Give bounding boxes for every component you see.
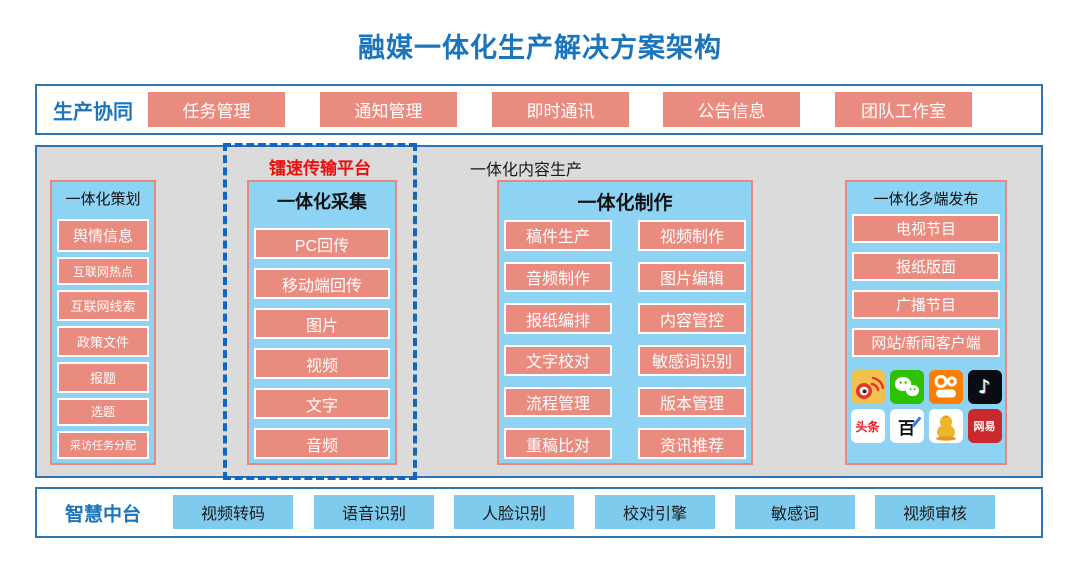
planning-item: 舆情信息 [57,219,149,252]
baijiahao-text: 百 [898,418,915,438]
gathering-item: 文字 [254,388,390,419]
weibo-icon [850,370,885,404]
planning-column: 一体化策划 舆情信息 互联网热点 互联网线索 政策文件 报题 选题 采访任务分配 [50,180,156,465]
publishing-item: 报纸版面 [852,252,1000,281]
panel-label: 一体化内容生产 [470,162,583,179]
toutiao-text: 头条 [855,419,880,434]
production-collaboration-bar: 生产协同 任务管理 通知管理 即时通讯 公告信息 团队工作室 [35,84,1043,135]
production-item: 图片编辑 [638,261,746,293]
video-transcoding-box: 视频转码 [173,495,293,529]
production-grid: 稿件生产 视频制作 音频制作 图片编辑 报纸编排 内容管控 文字校对 敏感词识别… [504,220,746,459]
baijiahao-icon: 百 [889,409,924,443]
production-item: 重稿比对 [504,428,612,459]
announcement-box: 公告信息 [663,92,800,127]
gathering-item: 音频 [254,428,390,459]
gathering-item: 图片 [254,308,390,339]
publishing-app-icons: ♪ 头条 百 网易 [850,370,1002,443]
kuaishou-icon [928,370,963,404]
face-recognition-box: 人脸识别 [454,495,574,529]
top-bar-label: 生产协同 [53,101,133,123]
production-column: 一体化制作 稿件生产 视频制作 音频制作 图片编辑 报纸编排 内容管控 文字校对… [497,180,753,465]
publishing-items: 电视节目 报纸版面 广播节目 网站/新闻客户端 [852,214,1000,357]
toutiao-icon: 头条 [850,409,885,443]
instant-messaging-box: 即时通讯 [492,92,629,127]
production-item: 视频制作 [638,220,746,251]
publishing-item: 广播节目 [852,290,1000,319]
gathering-header: 一体化采集 [277,192,367,212]
publishing-item: 网站/新闻客户端 [852,328,1000,357]
production-item: 文字校对 [504,344,612,376]
gathering-item: 移动端回传 [254,268,390,299]
smart-middle-platform-bar: 智慧中台 视频转码 语音识别 人脸识别 校对引擎 敏感词 视频审核 [35,487,1043,538]
publishing-item: 电视节目 [852,214,1000,243]
production-item: 稿件生产 [504,220,612,251]
publishing-column: 一体化多端发布 电视节目 报纸版面 广播节目 网站/新闻客户端 [845,180,1007,465]
planning-item: 互联网热点 [57,256,149,286]
planning-header: 一体化策划 [65,191,141,208]
production-item: 音频制作 [504,261,612,293]
task-management-box: 任务管理 [148,92,285,127]
production-item: 流程管理 [504,386,612,418]
sensitive-words-box: 敏感词 [735,495,855,529]
planning-item: 报题 [57,361,149,393]
netease-text: 网易 [973,421,996,433]
gathering-item: 视频 [254,348,390,379]
douyin-icon: ♪ [967,370,1002,404]
netease-icon: 网易 [967,409,1002,443]
integrated-content-production-panel: 一体化内容生产 镭速传输平台 一体化策划 舆情信息 互联网热点 互联网线索 政策… [35,143,1043,480]
gathering-item: PC回传 [254,228,390,259]
production-item: 内容管控 [638,303,746,334]
planning-item: 选题 [57,397,149,427]
planning-item: 互联网线索 [57,290,149,322]
qq-icon [928,409,963,443]
music-note-glyph: ♪ [978,376,991,398]
raysync-transfer-label: 镭速传输平台 [269,159,371,178]
planning-item: 采访任务分配 [57,431,149,460]
bottom-bar-label: 智慧中台 [65,504,142,525]
planning-item: 政策文件 [57,326,149,357]
production-item: 资讯推荐 [638,428,746,459]
speech-recognition-box: 语音识别 [314,495,434,529]
page-title: 融媒一体化生产解决方案架构 [358,33,722,63]
proofreading-engine-box: 校对引擎 [595,495,715,529]
wechat-icon [889,370,924,404]
gathering-column: 一体化采集 PC回传 移动端回传 图片 视频 文字 音频 [247,180,397,465]
production-item: 敏感词识别 [638,344,746,376]
production-item: 版本管理 [638,386,746,418]
production-header: 一体化制作 [577,193,673,214]
team-workspace-box: 团队工作室 [835,92,972,127]
notice-management-box: 通知管理 [320,92,457,127]
publishing-header: 一体化多端发布 [873,191,979,208]
video-review-box: 视频审核 [875,495,995,529]
raysync-transfer-dashed-box: 镭速传输平台 [223,143,417,480]
production-item: 报纸编排 [504,303,612,334]
